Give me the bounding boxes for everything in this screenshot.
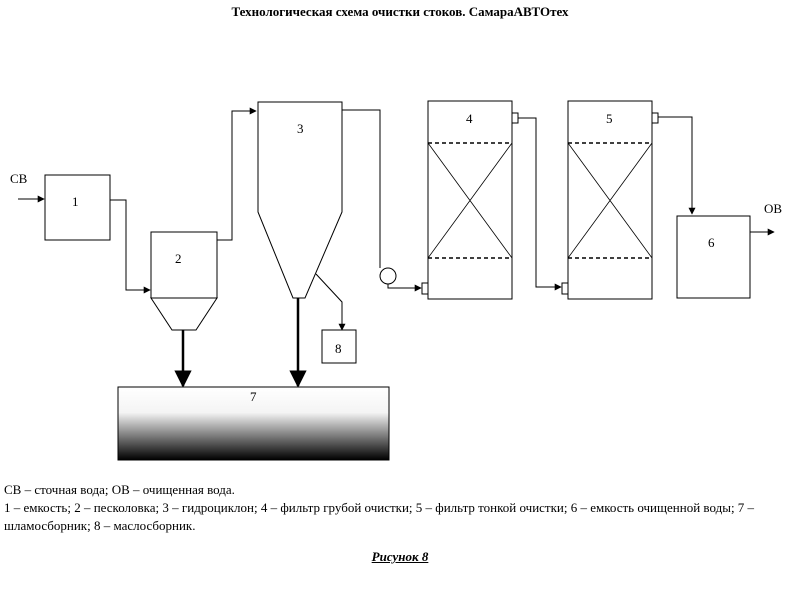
sludge-collector-7-number: 7 bbox=[250, 389, 257, 404]
pipe-2-to-3 bbox=[217, 107, 257, 241]
figure-caption: Рисунок 8 bbox=[371, 549, 429, 564]
pump-icon bbox=[379, 267, 397, 285]
coarse-filter-4-number: 4 bbox=[466, 111, 473, 126]
pipe-5-to-6 bbox=[658, 116, 696, 215]
legend: СВ – сточная вода; ОВ – очищенная вода. … bbox=[4, 481, 796, 535]
legend-equipment: 1 – емкость; 2 – песколовка; 3 – гидроци… bbox=[4, 500, 755, 533]
pipe-3-to-8 bbox=[315, 273, 346, 331]
tank-1-number: 1 bbox=[72, 194, 79, 209]
pipe-3-to-pump bbox=[342, 109, 381, 268]
clean-water-tank-6 bbox=[676, 215, 751, 299]
sludge-collector-7 bbox=[117, 386, 390, 461]
pipe-4-to-5 bbox=[518, 117, 562, 291]
sand-trap-2 bbox=[150, 231, 218, 331]
sand-trap-2-number: 2 bbox=[175, 251, 182, 266]
hydrocyclone-3-number: 3 bbox=[297, 121, 304, 136]
outlet-label: ОВ bbox=[764, 201, 782, 216]
pipe-pump-to-4 bbox=[387, 284, 422, 292]
process-scheme: СВ 1 2 3 8 7 4 bbox=[10, 100, 782, 461]
tank-1 bbox=[44, 174, 111, 241]
hydrocyclone-3 bbox=[257, 101, 343, 299]
clean-water-tank-6-number: 6 bbox=[708, 235, 715, 250]
oil-collector-8 bbox=[321, 329, 357, 364]
pipe-1-to-2 bbox=[110, 199, 151, 294]
coarse-filter-4 bbox=[421, 100, 519, 300]
legend-abbreviations: СВ – сточная вода; ОВ – очищенная вода. bbox=[4, 482, 235, 497]
fine-filter-5-number: 5 bbox=[606, 111, 613, 126]
inlet-label: СВ bbox=[10, 171, 28, 186]
diagram-title: Технологическая схема очистки стоков. Са… bbox=[231, 4, 569, 19]
fine-filter-5 bbox=[561, 100, 659, 300]
oil-collector-8-number: 8 bbox=[335, 341, 342, 356]
